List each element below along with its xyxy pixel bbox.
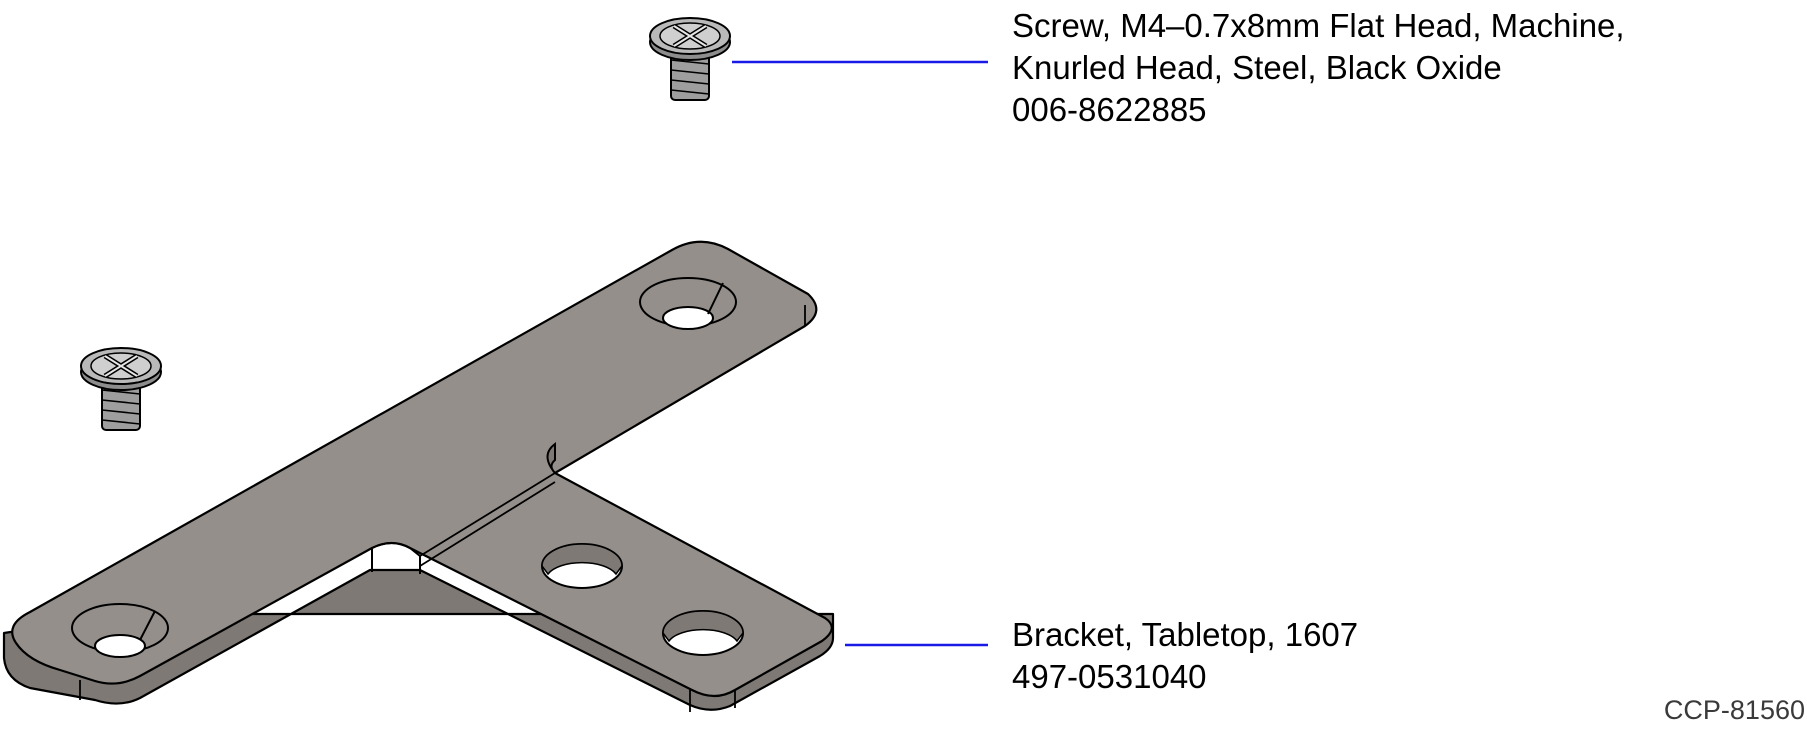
bracket-description: Bracket, Tabletop, 1607 — [1012, 616, 1359, 653]
bracket-seam-line — [419, 472, 556, 567]
bracket-hole-top — [639, 277, 737, 330]
screw-icon — [649, 17, 731, 101]
screw-callout-label: Screw, M4–0.7x8mm Flat Head, Machine, Kn… — [1012, 5, 1625, 131]
screw-description-line1: Screw, M4–0.7x8mm Flat Head, Machine, — [1012, 7, 1625, 44]
bracket-hole-bottom — [662, 610, 744, 656]
bracket-hole-left — [71, 603, 169, 658]
bracket-notch-right — [546, 442, 556, 474]
screw-description-line2: Knurled Head, Steel, Black Oxide — [1012, 49, 1502, 86]
screw-part-number: 006-8622885 — [1012, 91, 1207, 128]
bracket-callout-label: Bracket, Tabletop, 1607 497-0531040 — [1012, 614, 1358, 698]
screw-icon-loose — [80, 347, 162, 431]
bracket-hole-middle — [541, 543, 623, 589]
figure-id-label: CCP-81560 — [1663, 695, 1805, 725]
bracket-part — [2, 240, 835, 712]
bracket-top-face — [11, 240, 833, 698]
bracket-end-edges — [79, 305, 806, 712]
bracket-part-number: 497-0531040 — [1012, 658, 1207, 695]
